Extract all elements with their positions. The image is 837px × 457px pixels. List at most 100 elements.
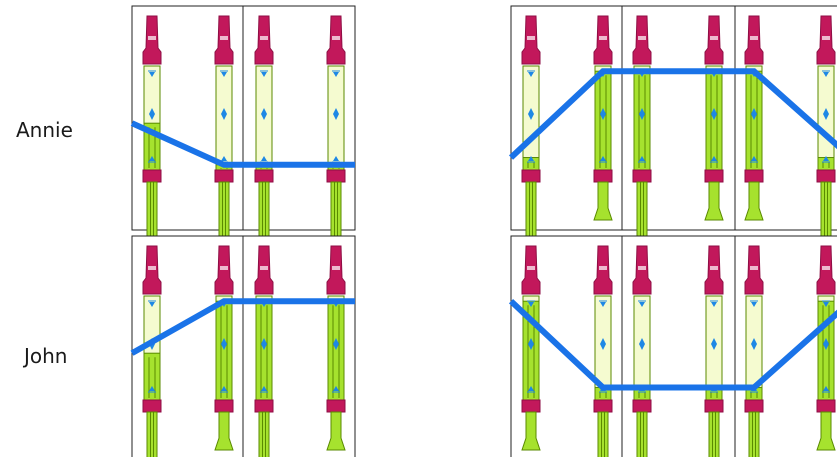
recorder-stem (146, 181, 158, 237)
recorder (816, 245, 836, 451)
recorder-fill (327, 300, 345, 401)
marker-icon (823, 386, 829, 391)
recorder-fill (255, 300, 273, 401)
marker-icon (528, 72, 534, 77)
recorder (744, 245, 764, 457)
recorder-bell (744, 181, 764, 221)
recorder-bell (816, 411, 836, 451)
recorder (521, 245, 541, 451)
recorder-foot-cap (704, 399, 724, 413)
recorder (593, 15, 613, 221)
recorder-foot-cap (744, 399, 764, 413)
marker-icon (149, 156, 155, 161)
marker-icon (261, 108, 267, 120)
marker-icon (261, 386, 267, 391)
recorder-bell (704, 181, 724, 221)
marker-icon (333, 108, 339, 120)
recorder-foot-cap (254, 169, 274, 183)
recorder-bell (593, 181, 613, 221)
marker-icon (221, 386, 227, 391)
marker-icon (528, 338, 534, 350)
recorder-fill (745, 70, 763, 171)
recorder-fill (215, 300, 233, 401)
marker-icon (711, 338, 717, 350)
recorder-stem (525, 181, 537, 237)
marker-icon (639, 156, 645, 161)
recorder-stem (258, 181, 270, 237)
panel-john-left (131, 235, 356, 457)
recorder (142, 15, 162, 237)
marker-icon (751, 156, 757, 161)
recorder-foot-cap (214, 169, 234, 183)
recorder-stem (748, 411, 760, 457)
recorder-stem (636, 411, 648, 457)
marker-icon (639, 302, 645, 307)
recorder (593, 245, 613, 457)
marker-icon (823, 302, 829, 307)
recorder-stem (146, 411, 158, 457)
marker-icon (711, 302, 717, 307)
marker-icon (751, 338, 757, 350)
recorder-stem (820, 181, 832, 237)
row-label-annie: Annie (16, 118, 73, 142)
panel-annie-right (510, 5, 837, 237)
panel-annie-left (131, 5, 356, 237)
recorder (326, 15, 346, 237)
recorder-foot-cap (254, 399, 274, 413)
recorder-bell (214, 411, 234, 451)
marker-icon (149, 302, 155, 307)
marker-icon (823, 72, 829, 77)
recorder-foot-cap (326, 399, 346, 413)
marker-icon (600, 338, 606, 350)
marker-icon (711, 156, 717, 161)
recorder-stem (218, 181, 230, 237)
recorder-foot-cap (326, 169, 346, 183)
recorder-fill (594, 70, 612, 171)
marker-icon (261, 72, 267, 77)
marker-icon (261, 156, 267, 161)
marker-icon (600, 302, 606, 307)
recorder-foot-cap (521, 169, 541, 183)
recorder (704, 245, 724, 457)
recorder (632, 245, 652, 457)
recorder (254, 15, 274, 237)
marker-icon (528, 108, 534, 120)
recorder-stem (597, 411, 609, 457)
marker-icon (221, 338, 227, 350)
recorder-foot-cap (593, 399, 613, 413)
recorder-fill (143, 352, 161, 401)
recorder-foot-cap (632, 169, 652, 183)
marker-icon (149, 386, 155, 391)
marker-icon (639, 108, 645, 120)
recorder (142, 245, 162, 457)
marker-icon (149, 108, 155, 120)
recorder-bell (326, 411, 346, 451)
recorder-stem (258, 411, 270, 457)
recorder-foot-cap (816, 169, 836, 183)
marker-icon (823, 338, 829, 350)
marker-icon (751, 302, 757, 307)
recorder (632, 15, 652, 237)
marker-icon (751, 108, 757, 120)
recorder (521, 15, 541, 237)
marker-icon (639, 338, 645, 350)
recorder (816, 15, 836, 237)
recorder-foot-cap (744, 169, 764, 183)
recorder (744, 15, 764, 221)
pitch-contour-line (508, 68, 837, 160)
recorder-foot-cap (816, 399, 836, 413)
recorder-foot-cap (704, 169, 724, 183)
recorder-fill (633, 70, 651, 171)
marker-icon (528, 386, 534, 391)
marker-icon (528, 156, 534, 161)
pitch-contour-line (508, 299, 837, 391)
recorder-stem (330, 181, 342, 237)
recorder-foot-cap (142, 399, 162, 413)
recorder-stem (708, 411, 720, 457)
marker-icon (221, 108, 227, 120)
recorder-foot-cap (521, 399, 541, 413)
marker-icon (333, 156, 339, 161)
marker-icon (261, 338, 267, 350)
marker-icon (600, 108, 606, 120)
